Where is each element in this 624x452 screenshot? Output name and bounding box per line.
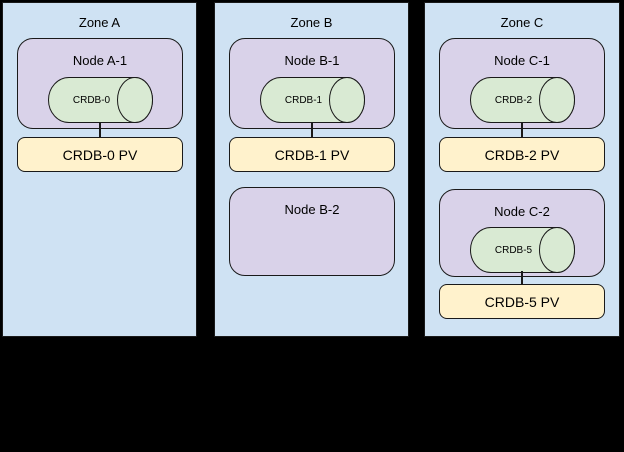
pv-label: CRDB-0 PV bbox=[62, 146, 138, 163]
crdb-5-pod: CRDB-5 bbox=[470, 227, 575, 273]
pv-box: CRDB-0 PV bbox=[17, 137, 183, 172]
zone-title: Zone C bbox=[500, 15, 544, 30]
crdb-pod-label: CRDB-1 bbox=[284, 94, 323, 106]
pv-label: CRDB-5 PV bbox=[484, 293, 560, 310]
zone-c: Zone C Node C-1 CRDB-2 CRDB-2 PV Node C-… bbox=[424, 2, 620, 337]
node-b-1: Node B-1 CRDB-1 bbox=[229, 38, 395, 129]
zone-title: Zone A bbox=[78, 15, 121, 30]
zone-b: Zone B Node B-1 CRDB-1 CRDB-1 PV Node B-… bbox=[214, 2, 409, 337]
pv-label: CRDB-1 PV bbox=[274, 146, 350, 163]
crdb-pod-label: CRDB-5 bbox=[494, 244, 533, 256]
pv-label: CRDB-2 PV bbox=[484, 146, 560, 163]
connector-line bbox=[99, 122, 101, 137]
crdb-pod-label: CRDB-2 bbox=[494, 94, 533, 106]
node-title: Node C-2 bbox=[494, 204, 550, 219]
pv-box: CRDB-2 PV bbox=[439, 137, 605, 172]
connector-line bbox=[521, 271, 523, 284]
node-a-1: Node A-1 CRDB-0 bbox=[17, 38, 183, 129]
zone-a: Zone A Node A-1 CRDB-0 CRDB-0 PV bbox=[2, 2, 197, 337]
crdb-0-pod: CRDB-0 bbox=[48, 77, 153, 123]
crdb-pod-label: CRDB-0 bbox=[72, 94, 111, 106]
node-title: Node B-2 bbox=[284, 202, 340, 217]
pv-box: CRDB-1 PV bbox=[229, 137, 395, 172]
node-title: Node A-1 bbox=[72, 53, 128, 68]
crdb-1-pod: CRDB-1 bbox=[260, 77, 365, 123]
node-title: Node C-1 bbox=[494, 53, 550, 68]
database-cylinder-icon bbox=[470, 77, 575, 123]
database-cylinder-icon bbox=[470, 227, 575, 273]
pv-box: CRDB-5 PV bbox=[439, 284, 605, 319]
node-c-2: Node C-2 CRDB-5 bbox=[439, 189, 605, 277]
database-cylinder-icon bbox=[48, 77, 153, 123]
connector-line bbox=[521, 122, 523, 137]
node-title: Node B-1 bbox=[284, 53, 340, 68]
crdb-2-pod: CRDB-2 bbox=[470, 77, 575, 123]
connector-line bbox=[311, 122, 313, 137]
zone-title: Zone B bbox=[290, 15, 333, 30]
node-c-1: Node C-1 CRDB-2 bbox=[439, 38, 605, 129]
node-b-2: Node B-2 bbox=[229, 187, 395, 276]
database-cylinder-icon bbox=[260, 77, 365, 123]
